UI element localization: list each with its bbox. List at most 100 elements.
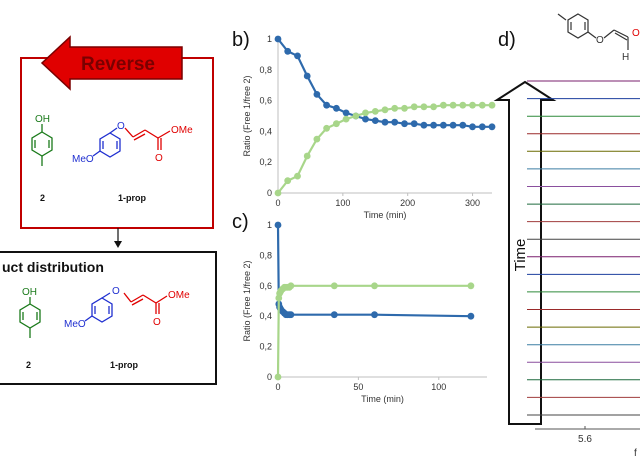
series-2-point <box>449 101 457 109</box>
nmr-molecule-fragment <box>557 13 629 50</box>
series-2-line <box>276 284 471 378</box>
series-1-point <box>303 72 311 80</box>
series-2-point <box>440 101 447 109</box>
x-tick-label: 200 <box>400 198 415 208</box>
x-tick-label: 50 <box>353 382 363 392</box>
series-2-point <box>330 282 338 290</box>
series-1-point <box>362 115 369 123</box>
series-2-point <box>469 101 476 109</box>
y-tick-label: 0,8 <box>259 250 272 260</box>
reaction-scheme: Reverse OH 2 O MeO O OMe <box>0 35 217 385</box>
ome-label-bottom: OMe <box>168 290 190 301</box>
y-tick-label: 0,4 <box>259 311 272 321</box>
series-1-point <box>381 118 389 126</box>
series-1-point <box>323 101 330 109</box>
series-1-line <box>276 224 471 318</box>
y-tick-label: 0,8 <box>259 65 272 75</box>
compound-1prop-structure-bottom <box>84 292 168 323</box>
series-2-point <box>342 115 350 123</box>
series-1-line <box>277 38 492 128</box>
series-2-point <box>274 189 282 197</box>
series-2-point <box>294 172 301 180</box>
x-tick-label: 0 <box>275 198 280 208</box>
series-1-point <box>440 121 447 129</box>
series-1-point <box>391 118 399 126</box>
series-2-point <box>488 101 496 109</box>
series-1-point <box>274 35 282 43</box>
nmr-x-tick-label: 5.6 <box>578 434 592 445</box>
series-2-point <box>333 120 340 128</box>
nmr-h-label: H <box>622 52 629 63</box>
panel-label-c: c) <box>232 211 249 233</box>
panel-label-d: d) <box>498 29 516 51</box>
y-tick-label: 0 <box>267 372 272 382</box>
meo-label-bottom: MeO <box>64 319 86 330</box>
series-1-point <box>449 121 457 129</box>
series-2-point <box>284 177 292 185</box>
carbonyl-o-label-top: O <box>155 153 163 164</box>
series-1-point <box>478 123 486 131</box>
time-label: Time <box>512 239 529 272</box>
series-1-point <box>333 104 340 112</box>
series-1-point <box>371 311 378 319</box>
series-1-point <box>467 312 475 320</box>
series-1-point <box>401 120 408 128</box>
series-2-point <box>313 135 321 143</box>
series-2-point <box>430 103 437 111</box>
series-2-point <box>459 101 467 109</box>
y-tick-label: 0,4 <box>259 126 272 136</box>
series-1-point <box>284 47 292 55</box>
reverse-arrow <box>40 35 183 91</box>
nmr-spectra-stack <box>527 80 640 416</box>
down-arrow-head <box>114 241 122 248</box>
compound-2-label-top: 2 <box>40 193 45 203</box>
series-2-point <box>287 282 295 290</box>
series-2-point <box>420 103 428 111</box>
y-tick-label: 0,6 <box>259 281 272 291</box>
nmr-o-label: O <box>596 35 604 46</box>
series-2-point <box>478 101 486 109</box>
nmr-o-fragment-red: O <box>632 28 640 39</box>
series-1-point <box>430 121 437 129</box>
oh-label-top: OH <box>35 114 50 125</box>
y-tick-label: 0 <box>267 188 272 198</box>
compound-1prop-structure-top <box>92 127 171 158</box>
oh-label-bottom: OH <box>22 287 37 298</box>
series-1-point <box>342 109 350 117</box>
y-axis-title: Ratio (Free 1/free 2) <box>242 260 252 341</box>
x-tick-label: 100 <box>431 382 446 392</box>
series-1-point <box>459 121 467 129</box>
compound-1prop-label-top: 1-prop <box>118 193 147 203</box>
series-2-point <box>371 108 379 115</box>
y-tick-label: 0,2 <box>259 157 272 167</box>
series-2-point <box>274 373 282 381</box>
nmr-axis-fragment: f <box>634 448 637 459</box>
x-axis-title: Time (min) <box>361 394 404 404</box>
reverse-label: Reverse <box>81 54 155 75</box>
series-1-point <box>330 311 338 319</box>
x-tick-label: 100 <box>335 198 350 208</box>
product-distribution-box <box>0 251 217 385</box>
series-2-point <box>401 104 408 112</box>
series-1-point <box>410 120 418 128</box>
series-2-point <box>362 109 369 117</box>
series-2-point <box>303 152 311 160</box>
series-2-line <box>277 104 492 194</box>
meo-label-top: MeO <box>72 154 94 165</box>
series-2-point <box>352 112 360 120</box>
series-2-point <box>391 104 399 112</box>
y-tick-label: 0,2 <box>259 342 272 352</box>
compound-1prop-label-bottom: 1-prop <box>110 360 139 370</box>
series-2-point <box>410 103 418 111</box>
x-tick-label: 0 <box>275 382 280 392</box>
series-1-point <box>488 123 496 131</box>
x-tick-label: 300 <box>465 198 480 208</box>
panel-label-b: b) <box>232 29 250 51</box>
series-2-point <box>371 282 378 290</box>
series-2-point <box>467 282 475 290</box>
series-1-point <box>371 117 379 124</box>
o-label-top: O <box>117 121 125 132</box>
x-axis-title: Time (min) <box>364 210 407 220</box>
